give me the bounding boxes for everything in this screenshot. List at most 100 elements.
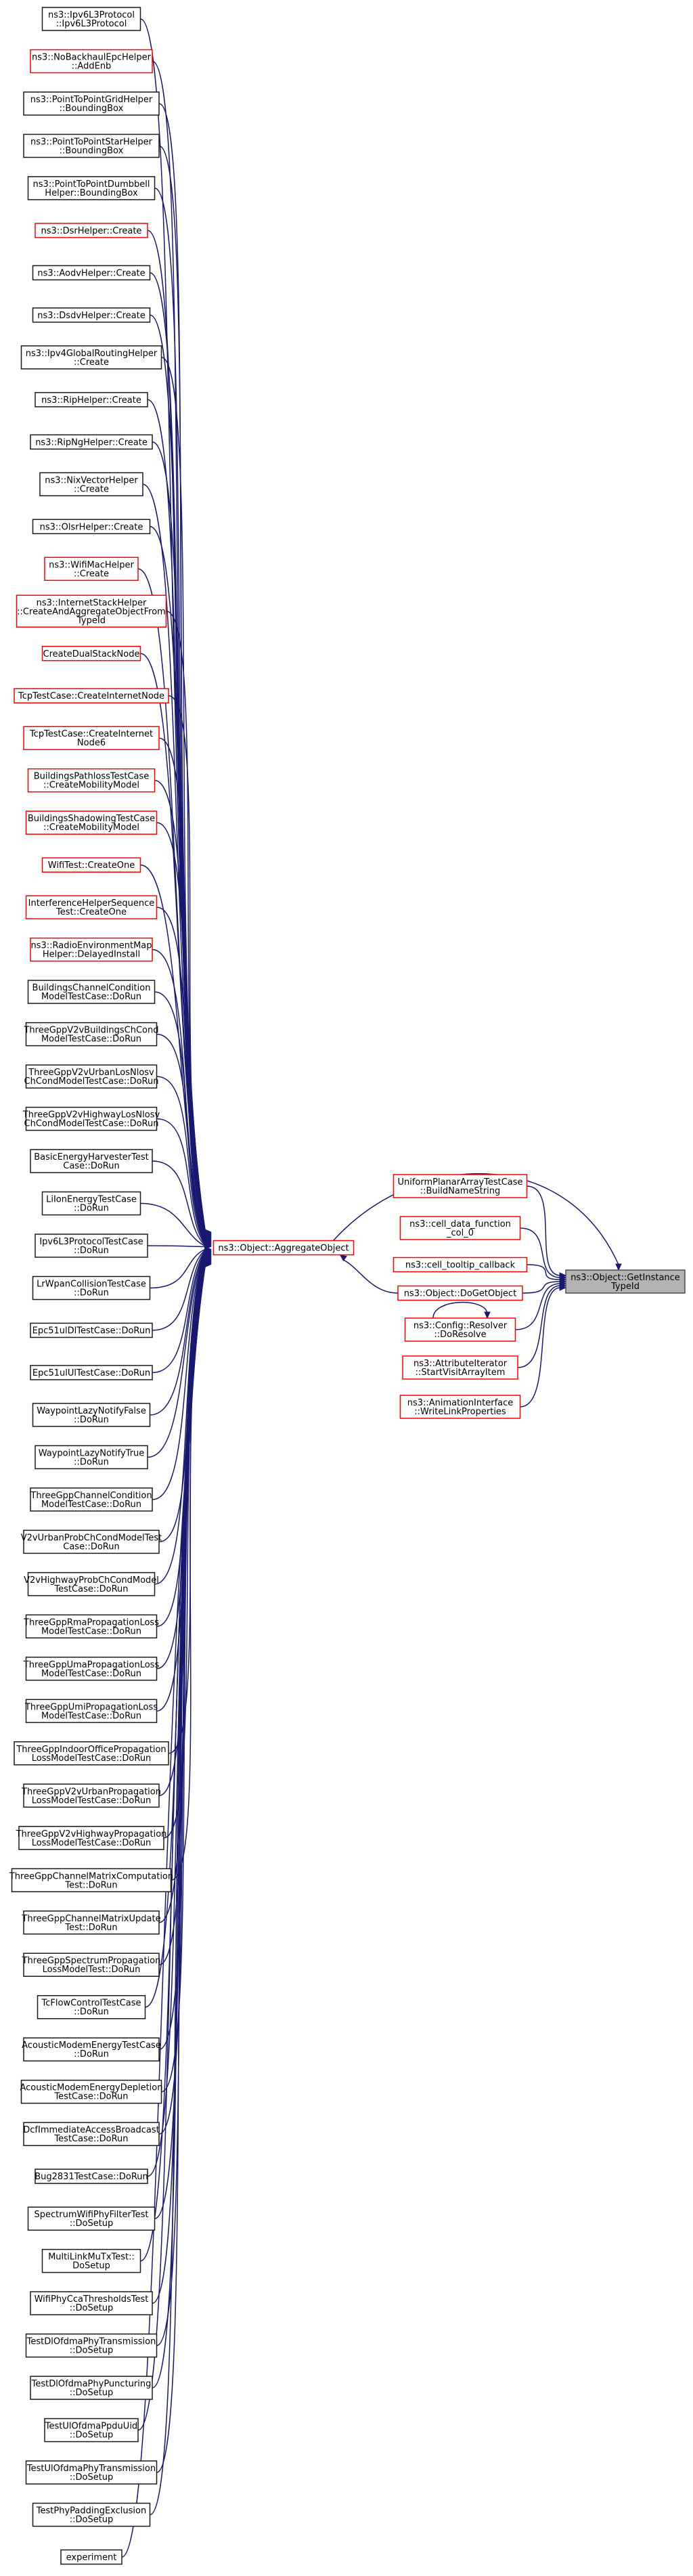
node-box	[30, 49, 153, 74]
node-ns3-pointtopointstarhelper-boundingbox[interactable]: ns3::PointToPointStarHelper::BoundingBox	[23, 133, 160, 158]
node-label-line: ::DoRun	[74, 1288, 109, 1298]
node-ns3-dsdvhelper-create[interactable]: ns3::DsdvHelper::Create	[32, 307, 151, 323]
node-ns3-attributeiterator-startvisitarrayitem[interactable]: ns3::AttributeIterator::StartVisitArrayI…	[402, 1355, 518, 1380]
node-ns3-nixvectorhelper-create[interactable]: ns3::NixVectorHelper::Create	[39, 472, 143, 497]
node-epc51uldltestcase-dorun[interactable]: Epc51ulDlTestCase::DoRun	[30, 1322, 153, 1338]
node-ns3-cell-tooltip-callback[interactable]: ns3::cell_tooltip_callback	[393, 1257, 528, 1273]
node-interferencehelpersequencetest-createone[interactable]: InterferenceHelperSequenceTest::CreateOn…	[25, 895, 158, 919]
node-ns3-riphelper-create[interactable]: ns3::RipHelper::Create	[35, 392, 148, 408]
node-label-line: TestUlOfdmaPhyTransmission	[26, 2464, 156, 2474]
node-ns3-config-resolver-doresolve[interactable]: ns3::Config::Resolver::DoResolve	[404, 1317, 516, 1342]
node-ns3-animationinterface-writelinkproperties[interactable]: ns3::AnimationInterface::WriteLinkProper…	[399, 1395, 521, 1419]
node-box	[23, 2037, 160, 2061]
node-threegppspectrumpropagationlossmodeltest-dorun[interactable]: ThreeGppSpectrumPropagationLossModelTest…	[22, 1952, 161, 1977]
node-ns3-ipv4globalroutinghelper-create[interactable]: ns3::Ipv4GlobalRoutingHelper::Create	[20, 345, 162, 370]
edge-caller-59	[150, 1263, 206, 2516]
node-bug2831testcase-dorun[interactable]: Bug2831TestCase::DoRun	[35, 2168, 148, 2184]
node-ns3-pointtopointdumbbellhelper-boundingbox[interactable]: ns3::PointToPointDumbbellHelper::Boundin…	[27, 176, 156, 200]
edge-resolver-self-arrowhead	[484, 1311, 491, 1319]
node-lrwpancollisiontestcase-dorun[interactable]: LrWpanCollisionTestCase::DoRun	[32, 1275, 151, 1301]
node-testdlofdmaphytransmission-dosetup[interactable]: TestDlOfdmaPhyTransmission::DoSetup	[25, 2333, 158, 2358]
node-threegppv2vhighwaypropagationlossmodeltestcase-dorun[interactable]: ThreeGppV2vHighwayPropagationLossModelTe…	[16, 1826, 167, 1850]
node-epc51ulultestcase-dorun[interactable]: Epc51ulUlTestCase::DoRun	[30, 1365, 153, 1380]
node-ns3-internetstackhelper-createandaggregateobjectfromtypeid[interactable]: ns3::InternetStackHelper::CreateAndAggre…	[16, 594, 167, 628]
node-ns3-dsrhelper-create[interactable]: ns3::DsrHelper::Create	[35, 223, 148, 238]
node-label-line: ns3::OlsrHelper::Create	[40, 522, 143, 532]
node-ns3-nobackhaulepchelper-addenb[interactable]: ns3::NoBackhaulEpcHelper::AddEnb	[30, 49, 153, 74]
node-box	[20, 345, 162, 370]
node-threegppchannelconditionmodeltestcase-dorun[interactable]: ThreeGppChannelConditionModelTestCase::D…	[30, 1487, 153, 1512]
edge-caller-37	[154, 1252, 206, 1585]
edge-caller-34	[147, 1250, 206, 1458]
node-box	[23, 726, 160, 750]
node-buildingspathlosstestcase-createmobilitymodel[interactable]: BuildingsPathlossTestCase::CreateMobilit…	[27, 768, 156, 793]
node-threegppv2vurbanlosnlosvchcondmodeltestcase-dorun[interactable]: ThreeGppV2vUrbanLosNlosvChCondModelTestC…	[24, 1064, 159, 1089]
node-label-line: WaypointLazyNotifyTrue	[39, 1448, 145, 1458]
node-waypointlazynotifyfalse-dorun[interactable]: WaypointLazyNotifyFalse::DoRun	[32, 1403, 151, 1427]
node-threegppumapropagationlossmodeltestcase-dorun[interactable]: ThreeGppUmaPropagationLossModelTestCase:…	[23, 1657, 160, 1681]
node-testdlofdmaphypuncturing-dosetup[interactable]: TestDlOfdmaPhyPuncturing::DoSetup	[30, 2376, 153, 2400]
node-ns3-olsrhelper-create[interactable]: ns3::OlsrHelper::Create	[32, 519, 151, 535]
edge-caller-33	[150, 1250, 206, 1416]
edge-direct-4-group	[515, 1283, 561, 1330]
node-box	[399, 1395, 521, 1419]
node-threegpprmapropagationlossmodeltestcase-dorun[interactable]: ThreeGppRmaPropagationLossModelTestCase:…	[23, 1614, 159, 1639]
node-threegppv2vurbanpropagationlossmodeltestcase-dorun[interactable]: ThreeGppV2vUrbanPropagationLossModelTest…	[21, 1783, 161, 1808]
edge-caller-17	[158, 737, 206, 1241]
edge-caller-24	[156, 1033, 206, 1245]
node-threegppchannelmatrixcomputationtest-dorun[interactable]: ThreeGppChannelMatrixComputationTest::Do…	[9, 1868, 173, 1893]
node-experiment[interactable]: experiment	[60, 2549, 122, 2565]
node-ns3-radioenvironmentmaphelper-delayedinstall[interactable]: ns3::RadioEnvironmentMapHelper::DelayedI…	[30, 937, 153, 962]
node-ipv6l3protocoltestcase-dorun[interactable]: Ipv6L3ProtocolTestCase::DoRun	[35, 1234, 148, 1258]
node-label-line: DoSetup	[72, 2261, 110, 2271]
node-wifiphyccathresholdstest-dosetup[interactable]: WifiPhyCcaThresholdsTest::DoSetup	[30, 2291, 153, 2315]
node-box	[27, 768, 156, 793]
node-box	[32, 519, 151, 535]
node-label-line: AcousticModemEnergyTestCase	[22, 2040, 161, 2051]
edge-aggregate-target	[332, 1173, 619, 1265]
node-tcptestcase-createinternetnode[interactable]: TcpTestCase::CreateInternetNode	[14, 688, 169, 703]
node-threegppv2vbuildingschcondmodeltestcase-dorun[interactable]: ThreeGppV2vBuildingsChCondModelTestCase:…	[23, 1022, 159, 1047]
node-buildingschannelconditionmodeltestcase-dorun[interactable]: BuildingsChannelConditionModelTestCase::…	[27, 980, 156, 1004]
node-createdualstacknode[interactable]: CreateDualStackNode	[41, 646, 141, 661]
node-acousticmodemenergydepletiontestcase-dorun[interactable]: AcousticModemEnergyDepletionTestCase::Do…	[20, 2079, 163, 2104]
node-box	[30, 434, 153, 450]
node-dcfimmediateaccessbroadcasttestcase-dorun[interactable]: DcfImmediateAccessBroadcastTestCase::DoR…	[23, 2122, 160, 2146]
edge-caller-26	[156, 1118, 206, 1246]
node-ns3-cell-data-function-col-0[interactable]: ns3::cell_data_function_col_0	[399, 1216, 521, 1240]
node-waypointlazynotifytrue-dorun[interactable]: WaypointLazyNotifyTrue::DoRun	[35, 1445, 148, 1470]
node-liionenergytestcase-dorun[interactable]: LiIonEnergyTestCase::DoRun	[41, 1191, 141, 1216]
edge-direct-3	[522, 1281, 561, 1294]
node-ns3-wifimachelper-create[interactable]: ns3::WifiMacHelper::Create	[44, 556, 139, 582]
node-wifitest-createone[interactable]: WifiTest::CreateOne	[41, 857, 141, 873]
node-ns3-ripnghelper-create[interactable]: ns3::RipNgHelper::Create	[30, 434, 153, 450]
node-testulofdmappduuid-dosetup[interactable]: TestUlOfdmaPpduUid::DoSetup	[44, 2418, 139, 2443]
node-ns3-ipv6l3protocol-ipv6l3protocol[interactable]: ns3::Ipv6L3Protocol::Ipv6L3Protocol	[41, 7, 141, 31]
node-threegppv2vhighwaylosnlosvchcondmodeltestcase-dorun[interactable]: ThreeGppV2vHighwayLosNlosvChCondModelTes…	[22, 1106, 160, 1131]
node-box	[30, 1149, 153, 1173]
node-label-line: Helper::DelayedInstall	[43, 950, 140, 960]
node-uniformplanararraytestcase-buildnamestring[interactable]: UniformPlanarArrayTestCase::BuildNameStr…	[393, 1174, 528, 1198]
node-testulofdmaphytransmission-dosetup[interactable]: TestUlOfdmaPhyTransmission::DoSetup	[25, 2460, 158, 2485]
node-threegppumipropagationlossmodeltestcase-dorun[interactable]: ThreeGppUmiPropagationLossModelTestCase:…	[24, 1699, 158, 1724]
node-spectrumwifiphyfiltertest-dosetup[interactable]: SpectrumWifiPhyFilterTest::DoSetup	[27, 2206, 156, 2231]
edge-caller-27-group	[152, 1160, 206, 1246]
node-buildingsshadowingtestcase-createmobilitymodel[interactable]: BuildingsShadowingTestCase::CreateMobili…	[25, 810, 158, 835]
node-ns3-object-aggregateobject[interactable]: ns3::Object::AggregateObject	[213, 1240, 355, 1256]
node-threegppindoorofficepropagationlossmodeltestcase-dorun[interactable]: ThreeGppIndoorOfficePropagationLossModel…	[14, 1741, 169, 1766]
node-tcflowcontroltestcase-dorun[interactable]: TcFlowControlTestCase::DoRun	[37, 1994, 146, 2020]
node-acousticmodemenergytestcase-dorun[interactable]: AcousticModemEnergyTestCase::DoRun	[22, 2037, 161, 2061]
node-ns3-aodvhelper-create[interactable]: ns3::AodvHelper::Create	[32, 265, 151, 281]
node-box	[23, 133, 160, 158]
node-testphypaddingexclusion-dosetup[interactable]: TestPhyPaddingExclusion::DoSetup	[32, 2502, 151, 2527]
node-ns3-object-dogetobject[interactable]: ns3::Object::DoGetObject	[397, 1285, 523, 1301]
node-multilinkmutxtest-dosetup[interactable]: MultiLinkMuTxTest::DoSetup	[41, 2248, 141, 2273]
node-label-line: ::DoSetup	[70, 2303, 114, 2313]
node-ns3-pointtopointgridhelper-boundingbox[interactable]: ns3::PointToPointGridHelper::BoundingBox	[23, 91, 160, 116]
